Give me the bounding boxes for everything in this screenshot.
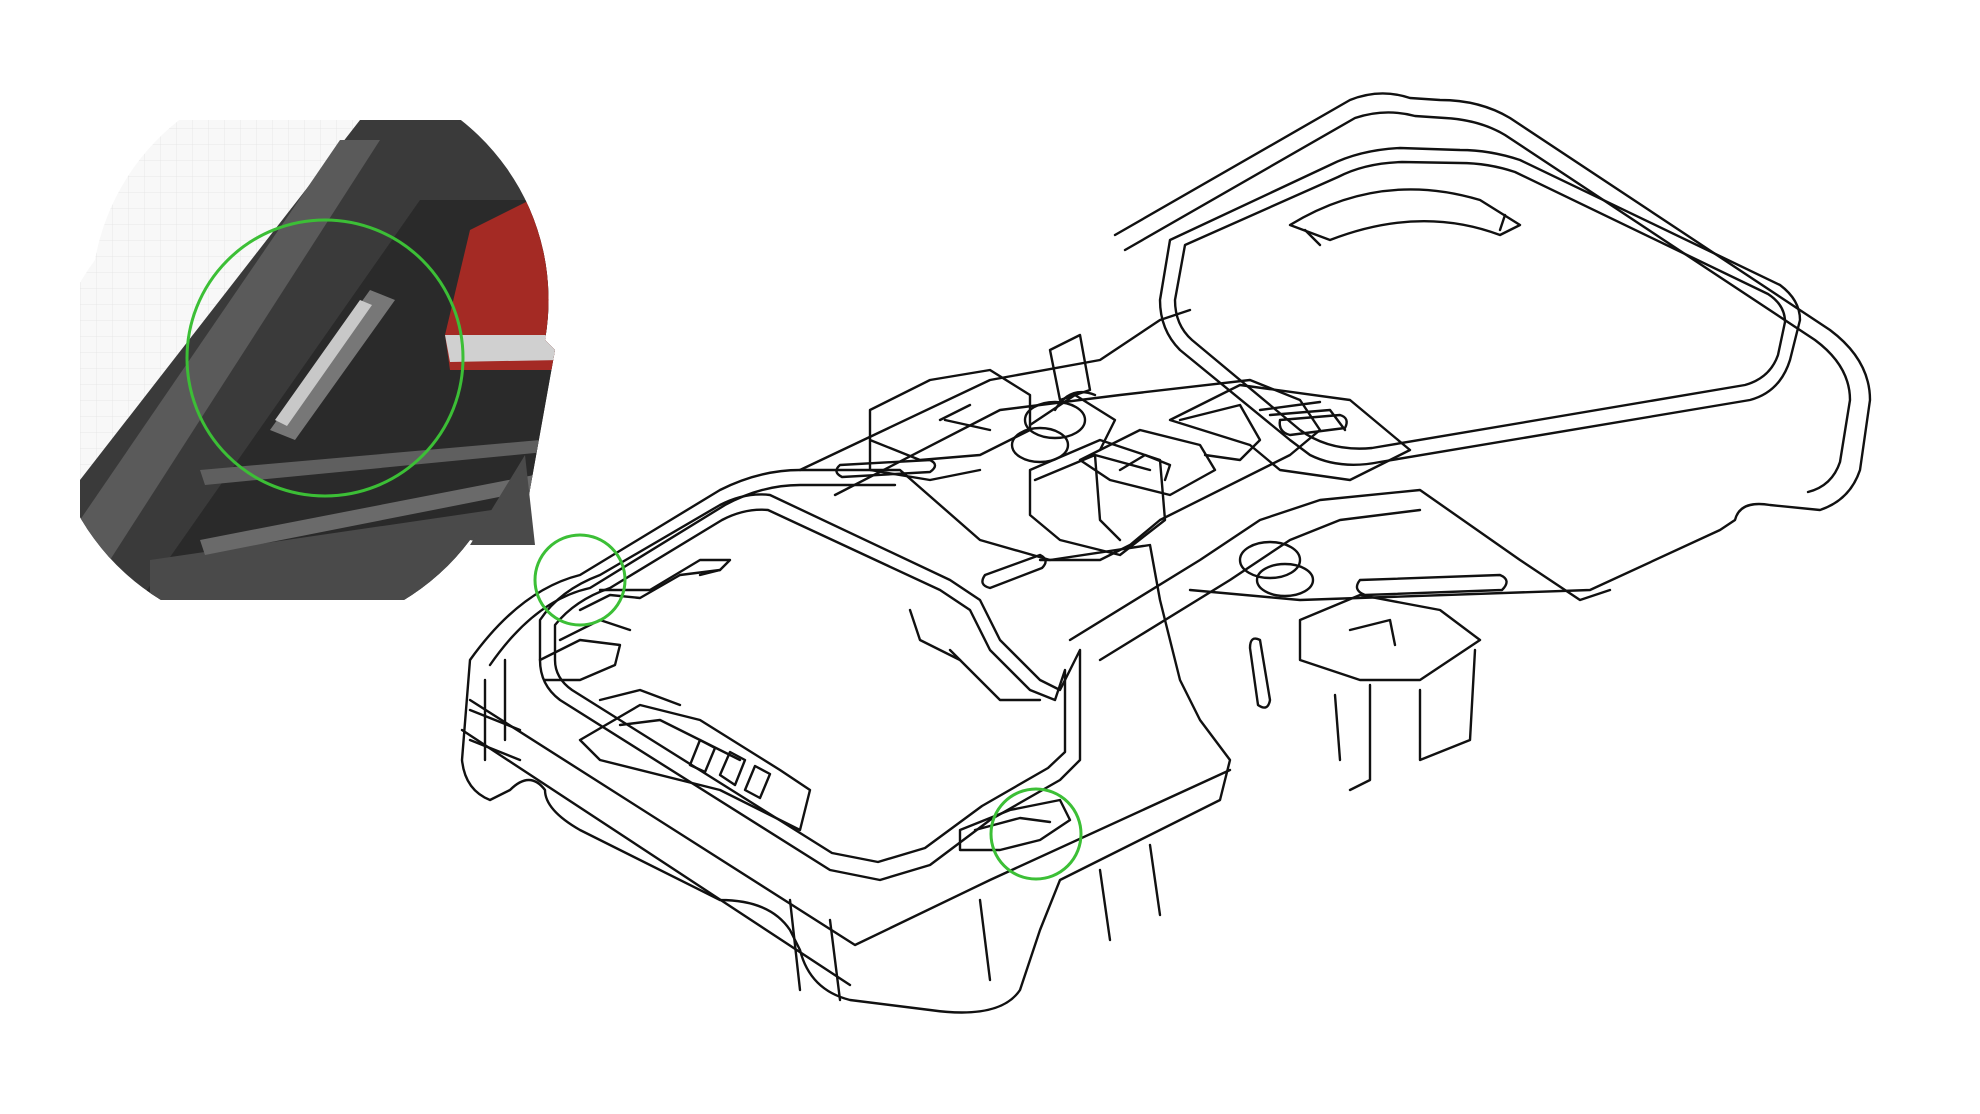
callout-ring-upper-left: [533, 533, 627, 627]
callout-ring-lower-right: [989, 787, 1083, 881]
detail-magnifier-bubble: [80, 120, 556, 600]
callout-ring-detail: [185, 218, 465, 498]
case-outline: [460, 92, 1872, 1014]
